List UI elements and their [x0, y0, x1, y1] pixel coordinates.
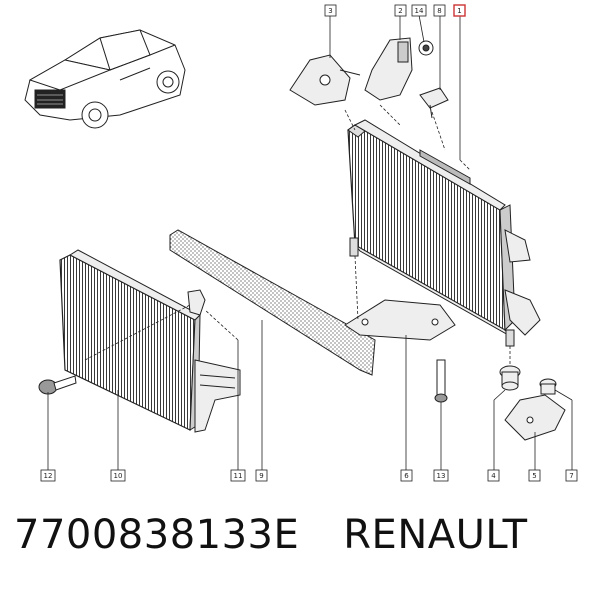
- brand-name: RENAULT: [343, 512, 528, 558]
- clip-bracket-11: [187, 289, 206, 316]
- callout-10: 10: [110, 469, 126, 482]
- callout-13: 13: [433, 469, 449, 482]
- bracket-6: [344, 299, 456, 341]
- washer-14: [418, 40, 434, 56]
- callout-4: 4: [487, 469, 500, 482]
- svg-text:6: 6: [404, 472, 409, 480]
- bracket-3: [289, 54, 361, 106]
- svg-text:5: 5: [532, 472, 536, 480]
- callout-1-highlighted: 1: [453, 4, 466, 17]
- bolt-13: [434, 359, 448, 403]
- radiator-main: [347, 119, 541, 347]
- seal-strip: [169, 229, 376, 376]
- condenser: [59, 249, 241, 433]
- callout-6: 6: [400, 469, 413, 482]
- bolt-12: [38, 375, 77, 395]
- svg-text:11: 11: [234, 472, 243, 480]
- svg-text:10: 10: [114, 472, 123, 480]
- bracket-2: [364, 37, 413, 101]
- callout-14: 14: [411, 4, 427, 17]
- svg-text:4: 4: [491, 472, 496, 480]
- svg-text:14: 14: [415, 7, 424, 15]
- callout-12: 12: [40, 469, 56, 482]
- rubber-mount-7: [539, 378, 557, 395]
- part-number: 7700838133E: [14, 512, 300, 558]
- bleed-screw-8: [419, 87, 449, 119]
- rubber-mount-4: [499, 365, 521, 391]
- callout-9: 9: [255, 469, 268, 482]
- callout-8: 8: [433, 4, 446, 17]
- callout-7: 7: [565, 469, 578, 482]
- exploded-parts-diagram: 3 2 14 8 1 12 10 11 9 6 13 4: [24, 4, 578, 482]
- car-illustration: [24, 29, 186, 129]
- bracket-5: [504, 394, 566, 441]
- callout-3: 3: [324, 4, 337, 17]
- callout-5: 5: [528, 469, 541, 482]
- callout-2: 2: [394, 4, 407, 17]
- svg-text:8: 8: [437, 7, 441, 15]
- part-number-caption: 7700838133E RENAULT: [14, 512, 528, 558]
- svg-text:1: 1: [457, 7, 461, 15]
- svg-text:13: 13: [437, 472, 446, 480]
- leader-lines: [47, 14, 573, 470]
- svg-text:3: 3: [328, 7, 332, 15]
- callout-11: 11: [230, 469, 246, 482]
- svg-text:12: 12: [44, 472, 53, 480]
- svg-text:2: 2: [398, 7, 402, 15]
- svg-text:7: 7: [569, 472, 573, 480]
- svg-text:9: 9: [259, 472, 263, 480]
